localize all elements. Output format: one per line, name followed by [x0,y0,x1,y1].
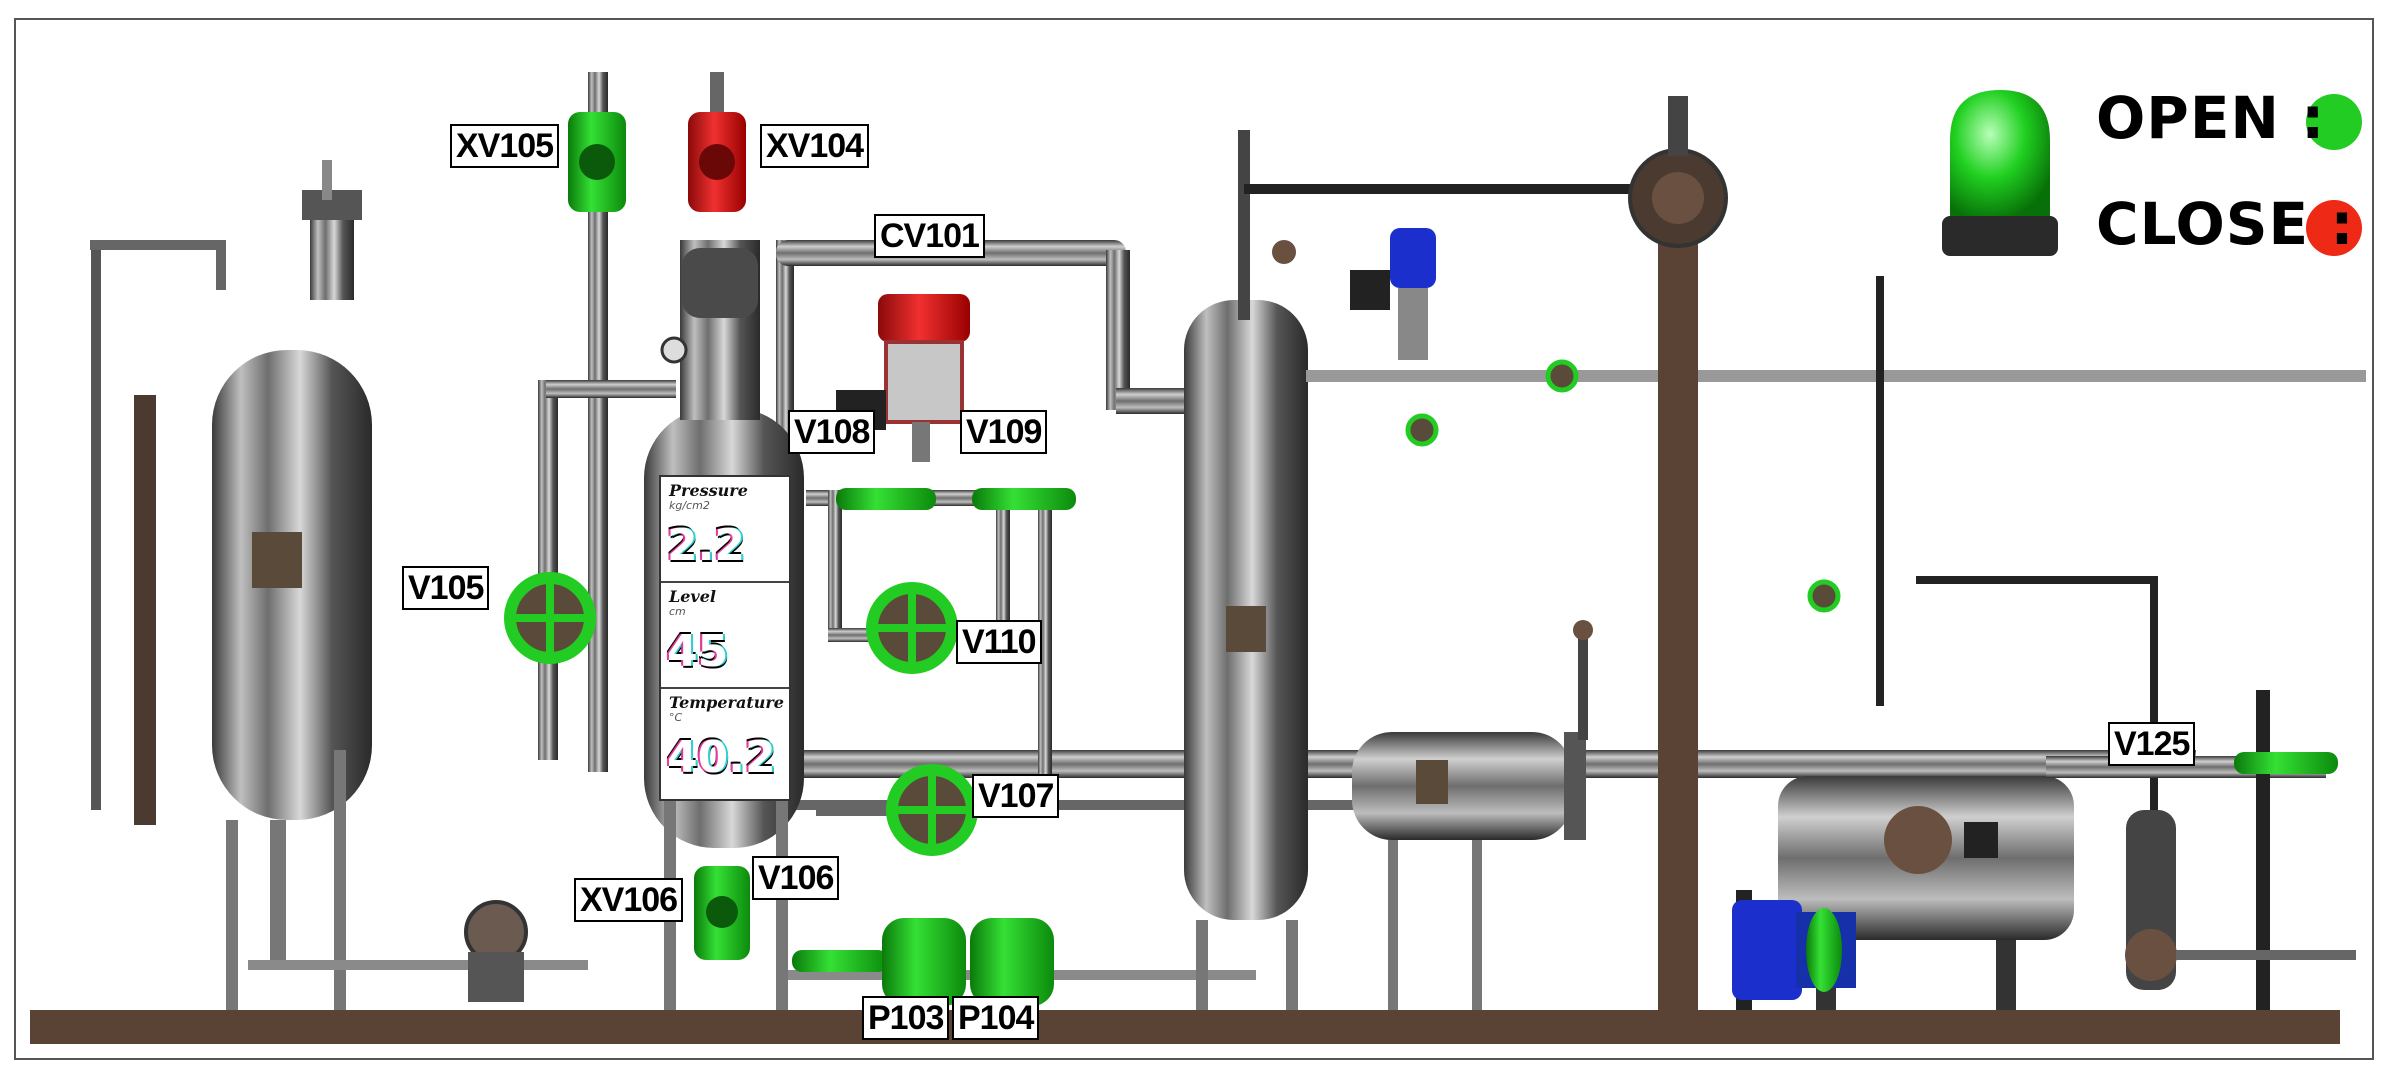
tag-xv105: XV105 [450,124,560,168]
v105-valve[interactable] [504,572,596,664]
inline-valve-a[interactable] [1545,359,1579,393]
level-value: 45 [667,626,729,677]
floor-beam [30,1010,2340,1044]
xv104-valve[interactable] [688,112,746,212]
temperature-unit: °C [669,711,683,724]
temperature-value: 40.2 [667,732,776,783]
v125-valve[interactable] [2234,752,2338,774]
process-diagram [30,72,2366,1044]
v109-valve[interactable] [972,488,1076,510]
tag-xv106: XV106 [574,878,684,922]
pressure-value: 2.2 [667,520,745,571]
legend-open-label: OPEN : [2096,84,2326,152]
legend-close-label: CLOSE : [2096,190,2355,258]
blue-control-valve[interactable] [1350,228,1436,360]
tag-v107: V107 [972,774,1060,818]
tag-p103: P103 [862,996,950,1040]
pressure-label: Pressure [669,481,748,500]
cv101-control-valve[interactable] [836,294,970,462]
tag-v105: V105 [402,566,490,610]
sensor-readings-panel: Pressure kg/cm2 2.2 Level cm 45 Temperat… [659,475,791,801]
tag-v106: V106 [752,856,840,900]
v108-valve[interactable] [836,488,936,510]
temperature-label: Temperature [669,693,784,712]
inline-valve-c[interactable] [1807,579,1841,613]
heat-exchanger [1352,620,1593,1010]
v107-valve[interactable] [886,764,978,856]
v110-valve[interactable] [866,582,958,674]
tag-p104: P104 [952,996,1040,1040]
temperature-reading: Temperature °C 40.2 [661,689,789,795]
pressure-unit: kg/cm2 [669,499,710,512]
tag-xv104: XV104 [760,124,870,168]
left-vessel [90,160,588,1010]
xv106-valve[interactable] [694,866,750,960]
inline-valve-b[interactable] [1405,413,1439,447]
tag-v108: V108 [788,410,876,454]
tag-v109: V109 [960,410,1048,454]
diaphragm-pump [464,900,528,1002]
flange-column [1628,96,1728,1010]
pressure-reading: Pressure kg/cm2 2.2 [661,477,789,583]
xv105-valve[interactable] [568,112,626,212]
p103-pump[interactable] [882,918,966,1006]
level-reading: Level cm 45 [661,583,789,689]
level-label: Level [669,587,716,606]
v106-valve[interactable] [792,950,888,972]
right-piping [2046,690,2356,1010]
close-indicator-dot [2306,200,2362,256]
tag-v125: V125 [2108,722,2196,766]
tag-cv101: CV101 [874,214,985,258]
level-unit: cm [669,605,686,618]
blue-motor [1732,900,1856,1000]
tag-v110: V110 [956,620,1042,664]
open-indicator-dot [2306,94,2362,150]
horizontal-tank [1736,276,2158,1010]
separator-vessel [1184,130,2366,1010]
p104-pump[interactable] [970,918,1054,1006]
green-beacon-light-icon [1942,90,2058,256]
scada-screen: XV105 XV104 CV101 V108 V109 V105 V110 V1… [14,18,2374,1060]
